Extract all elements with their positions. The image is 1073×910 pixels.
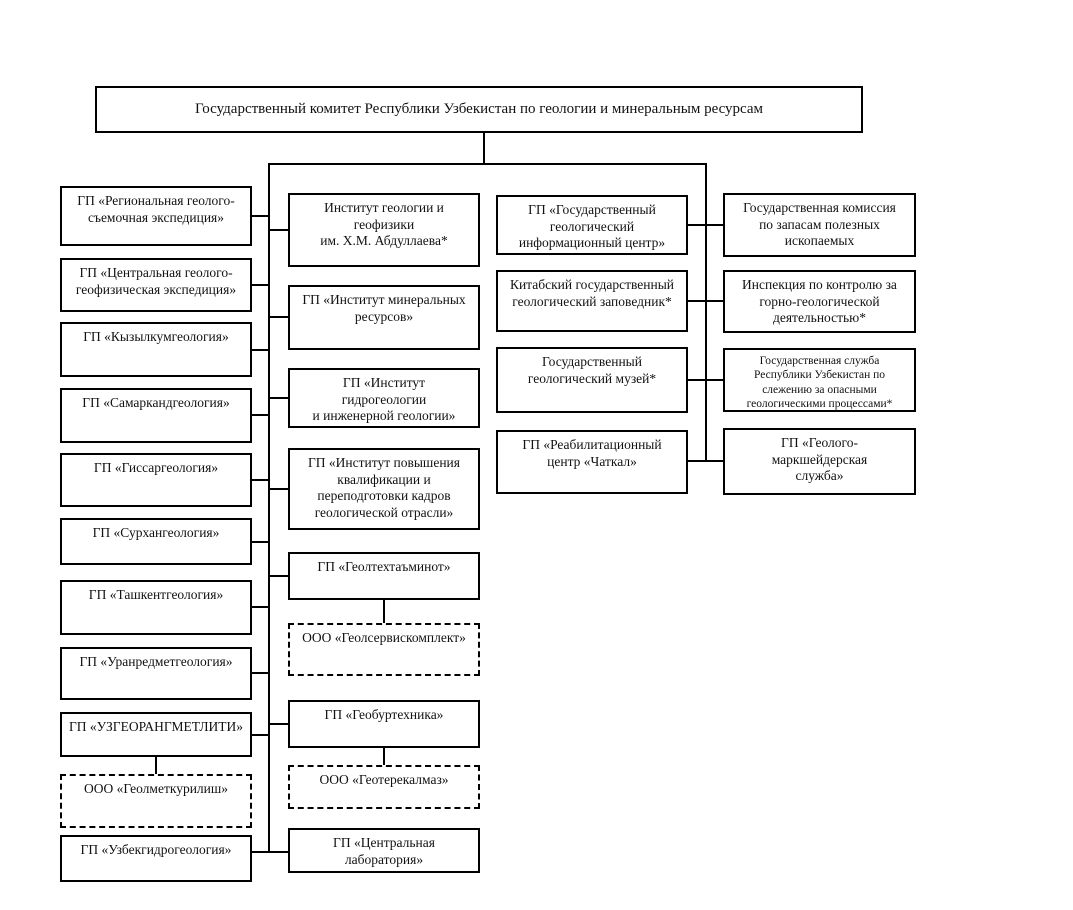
node-geolserviskomplekt: ООО «Геолсервискомплект» [288, 623, 480, 676]
node-institute-geology-geophysics: Институт геологии и геофизики им. Х.М. А… [288, 193, 480, 267]
node-uzgeorangmetliti: ГП «УЗГЕОРАНГМЕТЛИТИ» [60, 712, 252, 757]
node-state-geol-info-center: ГП «Государственный геологический информ… [496, 195, 688, 255]
node-tashkentgeologiya: ГП «Ташкентгеология» [60, 580, 252, 635]
node-samarkandgeologiya: ГП «Самаркандгеология» [60, 388, 252, 443]
node-regional-geol-expedition: ГП «Региональная геолого- съемочная эксп… [60, 186, 252, 246]
node-state-service-hazards: Государственная служба Республики Узбеки… [723, 348, 916, 412]
node-central-geophys-expedition: ГП «Центральная геолого- геофизическая э… [60, 258, 252, 312]
node-surkhangeologiya: ГП «Сурхангеология» [60, 518, 252, 565]
node-geoterekalmaz: ООО «Геотерекалмаз» [288, 765, 480, 809]
node-institute-advanced-training: ГП «Институт повышения квалификации и пе… [288, 448, 480, 530]
root-node: Государственный комитет Республики Узбек… [95, 86, 863, 133]
node-geoltekhtaminot: ГП «Геолтехтаъминот» [288, 552, 480, 600]
node-institute-hydrogeology: ГП «Институт гидрогеологии и инженерной … [288, 368, 480, 428]
node-central-laboratory: ГП «Центральная лаборатория» [288, 828, 480, 873]
node-kyzylkumgeologiya: ГП «Кызылкумгеология» [60, 322, 252, 377]
node-uzbekgidrogeologiya: ГП «Узбекгидрогеология» [60, 835, 252, 882]
node-kitab-reserve: Китабский государственный геологический … [496, 270, 688, 332]
node-geoburtekhnika: ГП «Геобуртехника» [288, 700, 480, 748]
node-geol-marksheider-service: ГП «Геолого- маркшейдерская служба» [723, 428, 916, 495]
node-gissargeologiya: ГП «Гиссаргеология» [60, 453, 252, 507]
node-uranredmetgeologiya: ГП «Уранредметгеология» [60, 647, 252, 700]
node-state-commission-reserves: Государственная комиссия по запасам поле… [723, 193, 916, 257]
node-rehab-center-chatkal: ГП «Реабилитационный центр «Чаткал» [496, 430, 688, 494]
node-state-geol-museum: Государственный геологический музей* [496, 347, 688, 413]
node-institute-mineral-resources: ГП «Институт минеральных ресурсов» [288, 285, 480, 350]
node-geolmetkurilish: ООО «Геолметкурилиш» [60, 774, 252, 828]
node-mining-inspection: Инспекция по контролю за горно-геологиче… [723, 270, 916, 333]
